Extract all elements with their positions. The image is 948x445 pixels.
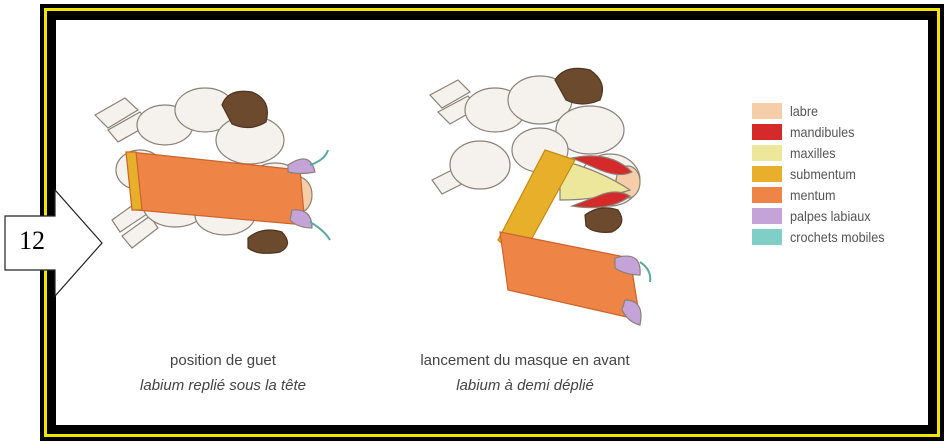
legend-swatch	[752, 145, 782, 161]
caption-left-title: position de guet	[98, 352, 348, 369]
legend-swatch	[752, 187, 782, 203]
legend-swatch	[752, 103, 782, 119]
caption-right-subtitle: labium à demi déplié	[400, 377, 650, 394]
caption-right-title: lancement du masque en avant	[400, 352, 650, 369]
legend-item: labre	[752, 100, 895, 121]
legend-item: mandibules	[752, 121, 895, 142]
legend-item: submentum	[752, 163, 895, 184]
legend-label: crochets mobiles	[790, 229, 885, 245]
legend-swatch	[752, 229, 782, 245]
callout-number: 12	[8, 226, 56, 256]
legend-item: mentum	[752, 184, 895, 205]
larva-head-extending	[430, 68, 650, 325]
legend-item: crochets mobiles	[752, 226, 895, 247]
caption-right: lancement du masque en avant labium à de…	[400, 352, 650, 394]
caption-left-subtitle: labium replié sous la tête	[98, 377, 348, 394]
legend-label: submentum	[790, 166, 856, 182]
legend-label: mandibules	[790, 124, 854, 140]
legend-item: maxilles	[752, 142, 895, 163]
legend-label: labre	[790, 103, 818, 119]
legend-label: palpes labiaux	[790, 208, 871, 224]
caption-left: position de guet labium replié sous la t…	[98, 352, 348, 394]
larva-head-resting	[95, 88, 330, 253]
color-legend: labre mandibules maxilles submentum ment…	[752, 100, 895, 247]
legend-swatch	[752, 166, 782, 182]
legend-swatch	[752, 208, 782, 224]
legend-item: palpes labiaux	[752, 205, 895, 226]
legend-label: mentum	[790, 187, 836, 203]
legend-label: maxilles	[790, 145, 836, 161]
legend-swatch	[752, 124, 782, 140]
